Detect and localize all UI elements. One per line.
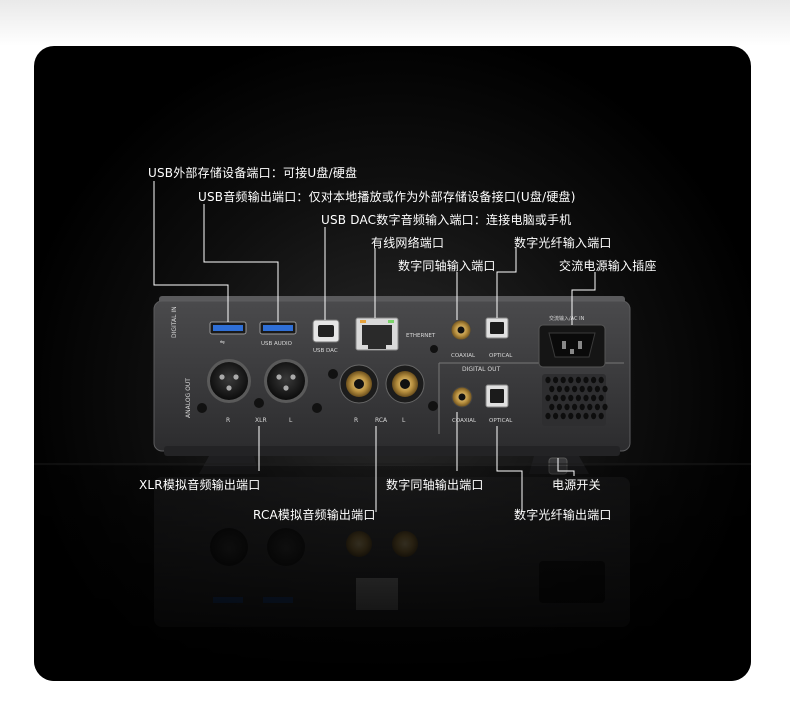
vent-hole — [594, 403, 601, 411]
vent-hole — [553, 394, 559, 402]
usb-dac-label: USB DAC — [313, 348, 338, 354]
vent-hole — [572, 385, 578, 393]
ac-inlet — [548, 332, 596, 358]
vent-hole — [568, 376, 574, 384]
vent-hole — [560, 412, 566, 420]
usb-storage-port — [213, 325, 243, 331]
callout-usb-audio: USB音频输出端口：仅对本地播放或作为外部存储设备接口(U盘/硬盘) — [198, 190, 576, 204]
svg-text:L: L — [289, 417, 293, 424]
svg-text:R: R — [226, 417, 230, 424]
device-illustration: DIGITAL IN ⇋ USB AUDIO USB DAC ETHERNET … — [34, 181, 751, 681]
callout-ethernet: 有线网络端口 — [371, 236, 445, 250]
vent-hole — [591, 394, 597, 402]
product-stage: DIGITAL IN ⇋ USB AUDIO USB DAC ETHERNET … — [34, 46, 751, 681]
vent-hole — [560, 394, 566, 402]
usb-audio-port — [263, 325, 293, 331]
vent-hole — [583, 376, 589, 384]
callout-ac-inlet: 交流电源输入插座 — [559, 259, 657, 273]
vent-hole — [583, 394, 589, 402]
svg-text:OPTICAL: OPTICAL — [489, 418, 513, 424]
ethernet-port — [362, 325, 392, 345]
svg-text:R: R — [354, 417, 358, 424]
svg-text:COAXIAL: COAXIAL — [452, 418, 477, 424]
vent-hole — [549, 403, 555, 411]
usb-symbol: ⇋ — [220, 339, 225, 346]
analog-out-label: ANALOG OUT — [185, 378, 192, 418]
vent-hole — [579, 403, 585, 411]
chassis-bottom-lip — [164, 446, 620, 456]
vent-hole — [598, 394, 604, 402]
vent-hole — [583, 412, 589, 420]
vent-hole — [579, 385, 585, 393]
digital-out-label: DIGITAL OUT — [462, 366, 500, 373]
xlr-label: XLR — [255, 417, 267, 424]
vent-hole — [572, 403, 578, 411]
optical-in-label: OPTICAL — [489, 353, 513, 359]
vent-hole — [598, 376, 604, 384]
callout-rca-out: RCA模拟音频输出端口 — [253, 508, 376, 522]
usb-audio-label: USB AUDIO — [261, 341, 293, 347]
vent-hole — [553, 412, 559, 420]
optical-in-port — [490, 322, 504, 334]
vent-hole — [564, 385, 570, 393]
vent-hole — [591, 376, 597, 384]
vent-hole — [553, 376, 559, 384]
rca-label: RCA — [375, 417, 388, 424]
vent-hole — [549, 385, 555, 393]
vent-hole — [598, 412, 604, 420]
vent-hole — [545, 412, 551, 420]
callout-lines — [153, 181, 596, 512]
callout-usb-dac: USB DAC数字音频输入端口：连接电脑或手机 — [321, 213, 572, 227]
vent-hole — [587, 403, 593, 411]
vent-hole — [564, 403, 570, 411]
vent-hole — [587, 385, 593, 393]
vent-hole — [568, 412, 574, 420]
callout-coaxial-out: 数字同轴输出端口 — [386, 478, 484, 492]
svg-text:L: L — [402, 417, 406, 424]
callout-power-switch: 电源开关 — [552, 478, 601, 492]
xlr-left-port — [267, 362, 305, 400]
digital-in-label: DIGITAL IN — [171, 306, 178, 338]
callout-optical-out: 数字光纤输出端口 — [514, 508, 612, 522]
vent-hole — [556, 385, 563, 393]
ethernet-label: ETHERNET — [406, 333, 436, 339]
callout-usb-storage: USB外部存储设备端口：可接U盘/硬盘 — [148, 166, 358, 180]
vent-grille — [542, 374, 608, 426]
coaxial-in-label: COAXIAL — [451, 353, 476, 359]
vent-hole — [602, 403, 608, 411]
vent-hole — [545, 376, 551, 384]
callout-optical-in: 数字光纤输入端口 — [514, 236, 612, 250]
vent-hole — [602, 385, 608, 393]
vent-hole — [594, 385, 601, 393]
vent-hole — [560, 376, 566, 384]
vent-hole — [575, 376, 582, 384]
usb-dac-port — [318, 325, 334, 337]
vent-hole — [575, 394, 582, 402]
vent-hole — [575, 412, 582, 420]
callout-coaxial-in: 数字同轴输入端口 — [398, 259, 496, 273]
vent-hole — [556, 403, 563, 411]
vent-hole — [568, 394, 574, 402]
optical-out-port — [490, 389, 504, 403]
callout-xlr-out: XLR模拟音频输出端口 — [139, 478, 261, 492]
xlr-right-port — [210, 362, 248, 400]
vent-hole — [545, 394, 551, 402]
ac-in-label: 交流输入/AC IN — [549, 315, 585, 322]
vent-hole — [591, 412, 597, 420]
